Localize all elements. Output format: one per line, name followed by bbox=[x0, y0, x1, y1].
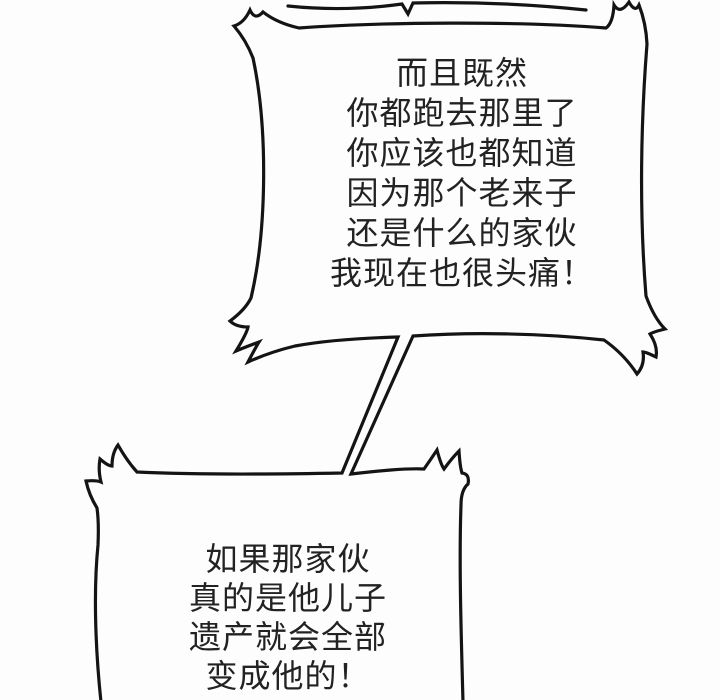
speech-bubble-top-outline bbox=[84, 0, 669, 700]
speech-bubble-bottom-text: 如果那家伙 真的是他儿子 遗产就会全部 变成他的！ bbox=[148, 540, 428, 696]
dialogue-line: 真的是他儿子 bbox=[188, 579, 387, 617]
previous-bubble-edge bbox=[286, 1, 588, 18]
dialogue-line: 还是什么的家伙 bbox=[346, 214, 578, 252]
dialogue-line: 你应该也都知道 bbox=[346, 134, 578, 172]
dialogue-line: 你都跑去那里了 bbox=[346, 94, 578, 132]
dialogue-line: 因为那个老来子 bbox=[346, 174, 578, 212]
dialogue-line: 我现在也很头痛！ bbox=[329, 254, 594, 292]
dialogue-line: 如果那家伙 bbox=[205, 540, 371, 578]
dialogue-line: 遗产就会全部 bbox=[188, 618, 387, 656]
dialogue-line: 变成他的！ bbox=[205, 657, 371, 695]
speech-bubble-top-text: 而且既然 你都跑去那里了 你应该也都知道 因为那个老来子 还是什么的家伙 我现在… bbox=[322, 53, 602, 293]
dialogue-line: 而且既然 bbox=[395, 54, 528, 92]
